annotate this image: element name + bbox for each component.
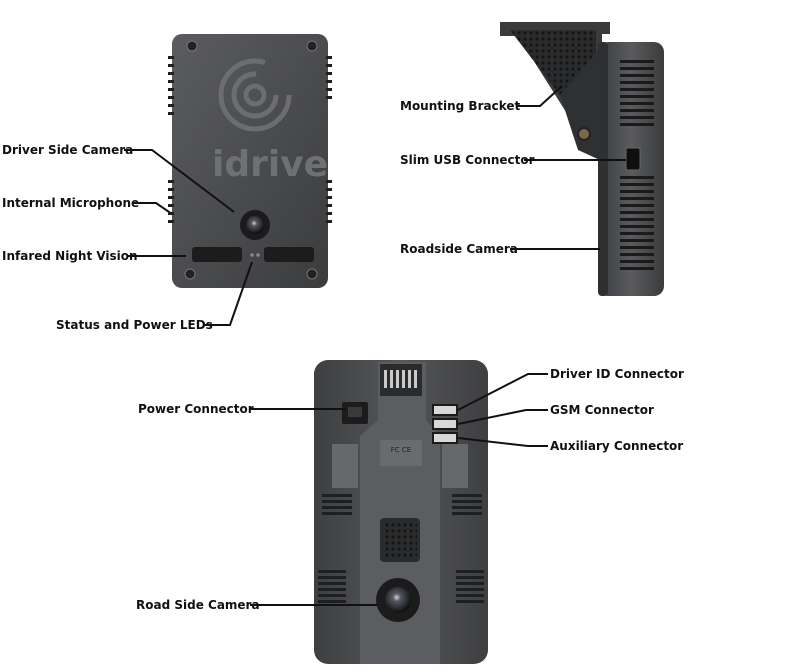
leader-auxiliary	[457, 437, 548, 447]
label-driver-side-camera: Driver Side Camera	[2, 143, 134, 157]
leader-status-leds	[204, 261, 253, 326]
leader-driver-id	[457, 373, 548, 411]
right-connector-stack	[432, 404, 458, 444]
ir-strip-left	[192, 247, 242, 262]
ir-strip-right	[264, 247, 314, 262]
rail-right	[442, 444, 468, 488]
leader-mounting-bracket	[516, 85, 563, 107]
label-mounting-bracket: Mounting Bracket	[400, 99, 521, 113]
driver-camera-lens-icon	[246, 216, 264, 234]
label-driver-id-connector: Driver ID Connector	[550, 367, 684, 381]
label-power-connector: Power Connector	[138, 402, 254, 416]
power-connector-socket	[348, 407, 362, 417]
label-auxiliary-connector: Auxiliary Connector	[550, 439, 684, 453]
back-vents-upper	[318, 494, 484, 603]
label-road-side-camera: Road Side Camera	[136, 598, 260, 612]
status-led-icon	[250, 253, 254, 257]
power-led-icon	[256, 253, 260, 257]
label-roadside-camera: Roadside Camera	[400, 242, 518, 256]
speaker-mesh	[383, 521, 417, 559]
screw-icon	[306, 268, 318, 280]
idrive-logo-icon	[218, 58, 292, 132]
idrive-logo-text: idrive	[212, 144, 329, 185]
fcc-mark: FC CE	[391, 446, 411, 454]
back-view-device: FC CE	[314, 360, 488, 664]
screw-icon	[184, 268, 196, 280]
leader-internal-microphone	[134, 202, 173, 215]
usb-port-icon	[625, 147, 641, 171]
label-infrared-night-vision: Infared Night Vision	[2, 249, 138, 263]
front-left-vents	[168, 56, 174, 223]
label-gsm-connector: GSM Connector	[550, 403, 654, 417]
front-right-vents	[326, 56, 332, 223]
side-front-edge	[598, 42, 608, 296]
rail-left	[332, 444, 358, 488]
road-camera-lens-icon	[385, 587, 411, 613]
screw-icon	[186, 40, 198, 52]
label-status-power-leds: Status and Power LEDs	[56, 318, 213, 332]
front-view-device	[168, 34, 332, 288]
connector-pins	[384, 370, 417, 388]
regulatory-label	[380, 440, 422, 466]
leader-driver-side-camera	[124, 149, 235, 213]
label-slim-usb-connector: Slim USB Connector	[400, 153, 535, 167]
bracket-screw-icon	[577, 127, 591, 141]
label-internal-microphone: Internal Microphone	[2, 196, 140, 210]
leader-lines	[124, 85, 626, 606]
side-vents	[620, 60, 654, 270]
screw-icon	[306, 40, 318, 52]
side-view-device	[500, 22, 664, 296]
leader-gsm	[457, 409, 548, 425]
